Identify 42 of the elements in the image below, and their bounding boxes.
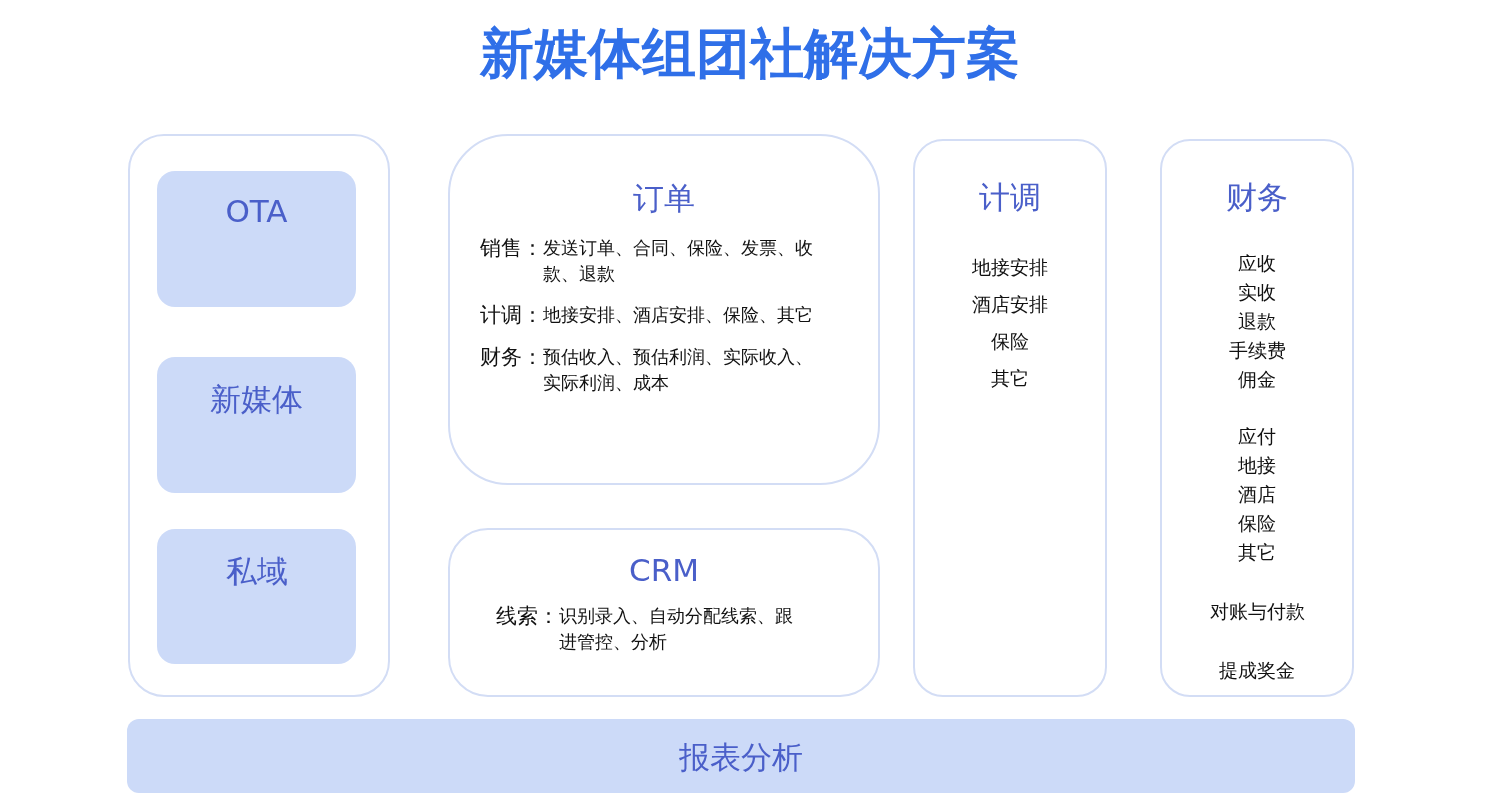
field-text: 地接安排、酒店安排、保险、其它	[543, 303, 814, 327]
list-item: 对账与付款	[1208, 599, 1306, 624]
panel-box	[128, 134, 390, 697]
channel-card	[157, 357, 356, 493]
list-item: 实收	[1237, 280, 1277, 305]
list-item: 保险	[990, 329, 1030, 354]
card-heading: 计调	[978, 178, 1042, 217]
list-item: 退款	[1237, 309, 1277, 334]
card-heading: 新媒体	[209, 380, 304, 419]
list-item: 酒店安排	[971, 292, 1049, 317]
card-heading: 私域	[224, 552, 289, 591]
diagram-title: 新媒体组团社解决方案	[478, 21, 1021, 87]
field-label: 财务：	[480, 344, 543, 371]
list-item: 酒店	[1237, 482, 1277, 507]
list-item: 地接	[1237, 453, 1277, 478]
list-item: 提成奖金	[1218, 658, 1296, 683]
field-text: 识别录入、自动分配线索、跟进管控、分析	[559, 604, 794, 654]
card-heading: CRM	[628, 552, 700, 588]
module-card	[448, 134, 880, 485]
list-item: 保险	[1237, 511, 1277, 536]
card-heading: 报表分析	[678, 738, 804, 777]
channel-card	[157, 529, 356, 664]
field-label: 线索：	[496, 603, 559, 630]
module-card	[448, 528, 880, 697]
card-heading: OTA	[224, 193, 289, 229]
field-text: 发送订单、合同、保险、发票、收款、退款	[543, 236, 814, 286]
list-item: 应付	[1237, 424, 1277, 449]
list-item: 其它	[990, 366, 1030, 391]
card-heading: 订单	[632, 179, 696, 218]
field-label: 计调：	[480, 302, 543, 329]
list-item: 其它	[1237, 540, 1277, 565]
list-item: 手续费	[1227, 338, 1287, 363]
report-bar	[127, 719, 1355, 793]
list-item: 地接安排	[971, 255, 1049, 280]
field-text: 预估收入、预估利润、实际收入、实际利润、成本	[543, 345, 814, 395]
card-heading: 财务	[1225, 178, 1289, 217]
list-item: 应收	[1237, 251, 1277, 276]
module-panel	[1160, 139, 1354, 697]
channel-card	[157, 171, 356, 307]
list-item: 佣金	[1237, 367, 1277, 392]
field-label: 销售：	[480, 235, 543, 262]
module-panel	[913, 139, 1107, 697]
